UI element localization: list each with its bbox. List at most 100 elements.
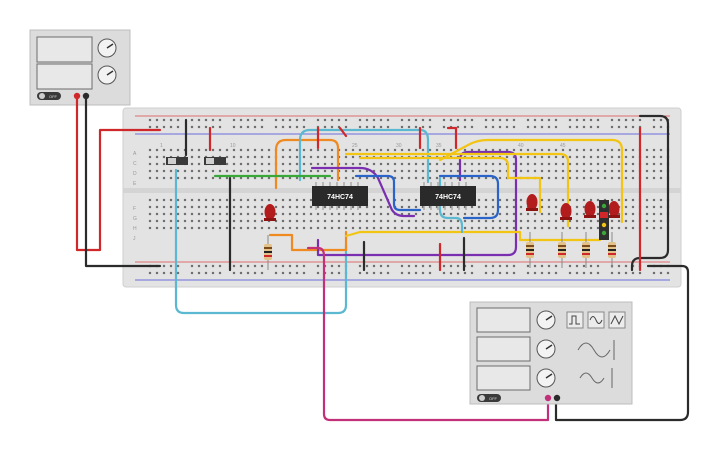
breadboard-hole[interactable] <box>239 155 243 159</box>
breadboard-hole[interactable] <box>218 148 222 152</box>
breadboard-hole[interactable] <box>617 176 621 180</box>
breadboard-hole[interactable] <box>260 169 264 173</box>
breadboard-hole[interactable] <box>232 264 236 268</box>
breadboard-hole[interactable] <box>260 162 264 166</box>
breadboard-hole[interactable] <box>540 169 544 173</box>
breadboard-hole[interactable] <box>239 226 243 230</box>
breadboard-hole[interactable] <box>603 169 607 173</box>
breadboard-hole[interactable] <box>302 219 306 223</box>
breadboard-hole[interactable] <box>589 219 593 223</box>
breadboard-hole[interactable] <box>519 155 523 159</box>
breadboard-hole[interactable] <box>407 162 411 166</box>
breadboard-hole[interactable] <box>582 155 586 159</box>
breadboard-hole[interactable] <box>540 271 544 275</box>
fg-signal-terminal[interactable] <box>544 394 552 402</box>
breadboard-hole[interactable] <box>596 226 600 230</box>
breadboard-hole[interactable] <box>148 148 152 152</box>
breadboard-hole[interactable] <box>526 155 530 159</box>
breadboard-hole[interactable] <box>505 155 509 159</box>
breadboard-hole[interactable] <box>547 169 551 173</box>
breadboard-hole[interactable] <box>148 155 152 159</box>
breadboard-hole[interactable] <box>295 176 299 180</box>
breadboard-hole[interactable] <box>330 212 334 216</box>
breadboard-hole[interactable] <box>512 118 516 122</box>
breadboard-hole[interactable] <box>561 169 565 173</box>
breadboard-hole[interactable] <box>652 198 656 202</box>
breadboard-hole[interactable] <box>162 176 166 180</box>
breadboard-hole[interactable] <box>372 125 376 129</box>
breadboard-hole[interactable] <box>344 148 348 152</box>
breadboard-hole[interactable] <box>442 125 446 129</box>
breadboard-hole[interactable] <box>442 118 446 122</box>
breadboard-hole[interactable] <box>302 148 306 152</box>
breadboard-hole[interactable] <box>491 118 495 122</box>
breadboard-hole[interactable] <box>169 212 173 216</box>
breadboard-hole[interactable] <box>358 169 362 173</box>
breadboard-hole[interactable] <box>162 264 166 268</box>
breadboard-hole[interactable] <box>197 155 201 159</box>
breadboard-hole[interactable] <box>246 125 250 129</box>
wire-red-mid-2[interactable] <box>338 126 348 138</box>
resistor-3[interactable] <box>558 232 566 268</box>
breadboard-hole[interactable] <box>295 125 299 129</box>
breadboard-hole[interactable] <box>239 162 243 166</box>
breadboard-hole[interactable] <box>386 226 390 230</box>
breadboard-hole[interactable] <box>442 226 446 230</box>
breadboard-hole[interactable] <box>631 148 635 152</box>
breadboard-hole[interactable] <box>197 226 201 230</box>
breadboard-hole[interactable] <box>414 118 418 122</box>
breadboard-hole[interactable] <box>330 118 334 122</box>
breadboard-hole[interactable] <box>442 212 446 216</box>
breadboard-hole[interactable] <box>323 176 327 180</box>
breadboard-hole[interactable] <box>260 226 264 230</box>
breadboard-hole[interactable] <box>358 271 362 275</box>
breadboard-hole[interactable] <box>253 264 257 268</box>
breadboard-hole[interactable] <box>505 264 509 268</box>
breadboard-hole[interactable] <box>386 271 390 275</box>
breadboard-hole[interactable] <box>512 271 516 275</box>
breadboard-hole[interactable] <box>204 226 208 230</box>
breadboard-hole[interactable] <box>372 264 376 268</box>
breadboard-hole[interactable] <box>407 226 411 230</box>
breadboard-hole[interactable] <box>582 162 586 166</box>
breadboard-hole[interactable] <box>204 125 208 129</box>
breadboard-hole[interactable] <box>659 162 663 166</box>
breadboard-hole[interactable] <box>295 219 299 223</box>
breadboard-hole[interactable] <box>316 176 320 180</box>
breadboard-hole[interactable] <box>358 219 362 223</box>
wire-cyan-2[interactable] <box>438 176 464 234</box>
breadboard-hole[interactable] <box>470 169 474 173</box>
breadboard-hole[interactable] <box>421 219 425 223</box>
breadboard-hole[interactable] <box>645 205 649 209</box>
breadboard-hole[interactable] <box>148 176 152 180</box>
breadboard-hole[interactable] <box>176 169 180 173</box>
breadboard-hole[interactable] <box>288 212 292 216</box>
breadboard-hole[interactable] <box>554 264 558 268</box>
wire-cyan-switch[interactable] <box>174 168 348 315</box>
breadboard-hole[interactable] <box>169 198 173 202</box>
breadboard-hole[interactable] <box>372 169 376 173</box>
breadboard-hole[interactable] <box>162 226 166 230</box>
resistor-1[interactable] <box>264 235 272 270</box>
breadboard-hole[interactable] <box>603 162 607 166</box>
breadboard-hole[interactable] <box>463 148 467 152</box>
breadboard-hole[interactable] <box>554 212 558 216</box>
breadboard-hole[interactable] <box>428 169 432 173</box>
breadboard-hole[interactable] <box>659 169 663 173</box>
breadboard-hole[interactable] <box>253 219 257 223</box>
breadboard-hole[interactable] <box>204 198 208 202</box>
breadboard-hole[interactable] <box>498 205 502 209</box>
breadboard-hole[interactable] <box>428 205 432 209</box>
breadboard-hole[interactable] <box>379 212 383 216</box>
breadboard-hole[interactable] <box>463 118 467 122</box>
breadboard-hole[interactable] <box>512 162 516 166</box>
breadboard-hole[interactable] <box>176 118 180 122</box>
breadboard-hole[interactable] <box>568 155 572 159</box>
breadboard-hole[interactable] <box>218 205 222 209</box>
breadboard-hole[interactable] <box>421 264 425 268</box>
breadboard-hole[interactable] <box>414 219 418 223</box>
breadboard-hole[interactable] <box>162 162 166 166</box>
breadboard-hole[interactable] <box>169 205 173 209</box>
breadboard-hole[interactable] <box>428 176 432 180</box>
breadboard-hole[interactable] <box>540 219 544 223</box>
